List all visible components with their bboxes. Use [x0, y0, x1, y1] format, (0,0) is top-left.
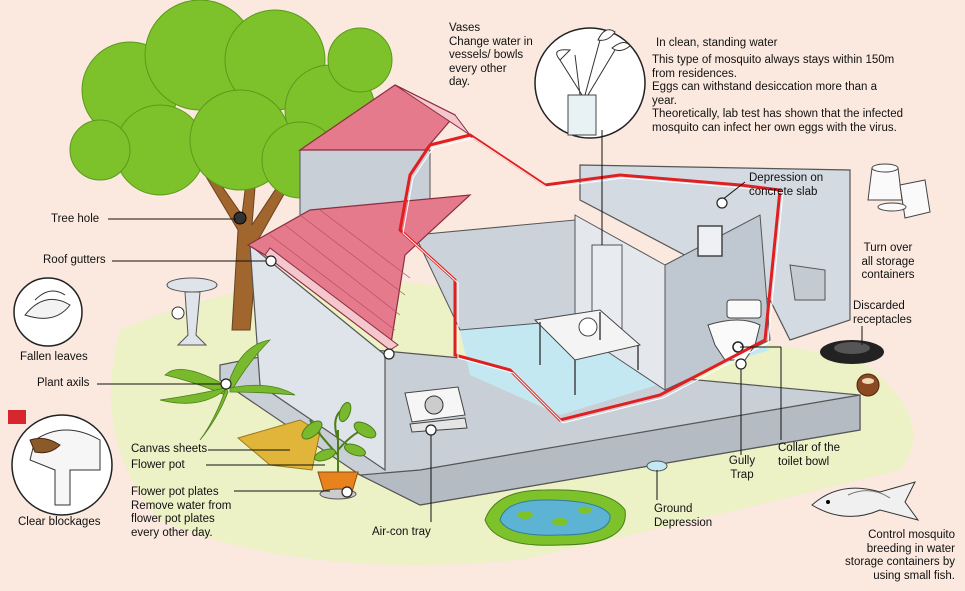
plant-cluster: [159, 339, 296, 441]
roof-gutters-label: Roof gutters: [43, 254, 106, 266]
plant-axils-label: Plant axils: [37, 377, 90, 389]
pond: [484, 489, 626, 546]
fish-label: Control mosquito breeding in water stora…: [845, 529, 955, 582]
gutter-detail-circle: [8, 410, 113, 516]
info-text: This type of mosquito always stays withi…: [652, 54, 904, 134]
vase-detail-circle: [534, 27, 646, 139]
left-wall: [249, 243, 386, 472]
clear-blockages-label: Clear blockages: [18, 516, 101, 528]
discarded-receptacles: [820, 340, 884, 397]
flower-pot: [301, 401, 377, 500]
fallen-leaves-label: Fallen leaves: [20, 351, 88, 363]
storage-containers: [867, 163, 931, 219]
bird-bath: [166, 277, 218, 346]
depression-slab-label: Depression on concrete slab: [749, 172, 824, 198]
tree-hole-label: Tree hole: [51, 213, 100, 225]
gully-trap-label: Gully Trap: [728, 455, 756, 481]
turn-over-label: Turn over all storage containers: [861, 242, 915, 281]
air-con-tray-label: Air-con tray: [372, 526, 431, 538]
discarded-label: Discarded receptacles: [853, 300, 912, 326]
flower-pot-label: Flower pot: [131, 459, 185, 471]
canvas-sheets-label: Canvas sheets: [131, 443, 208, 455]
ground-depression-label: Ground Depression: [654, 503, 713, 529]
flower-pot-plates-label: Flower pot plates Remove water from flow…: [131, 486, 232, 539]
vases-label: Vases Change water in vessels/ bowls eve…: [449, 22, 533, 88]
tree-hole-marker: [233, 211, 247, 225]
cutaway-outline: [398, 133, 782, 422]
fallen-leaves-circle: [13, 277, 83, 347]
collar-toilet-label: Collar of the toilet bowl: [778, 442, 841, 468]
air-con-unit: [404, 386, 468, 433]
fish: [811, 481, 920, 521]
info-title: In clean, standing water: [656, 37, 778, 49]
canvas-sheet: [236, 419, 321, 471]
